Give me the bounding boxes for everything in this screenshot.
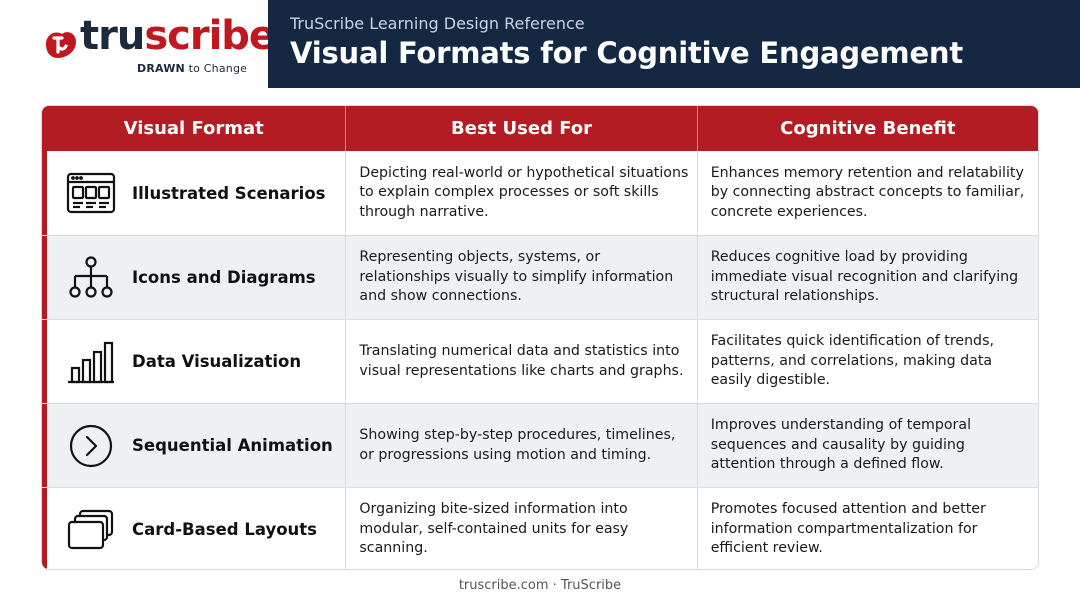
- page-subtitle: TruScribe Learning Design Reference: [290, 14, 585, 33]
- truscribe-logo-icon: [46, 32, 76, 58]
- play-chevron-circle-icon: [64, 423, 118, 469]
- table-row: Icons and Diagrams Representing objects,…: [42, 235, 1038, 319]
- logo: truscribe® DRAWN to Change: [0, 0, 287, 88]
- best-used-for-cell: Organizing bite-sized information into m…: [359, 501, 629, 557]
- cognitive-benefit-cell: Enhances memory retention and relatabili…: [710, 164, 1025, 220]
- table-row: Sequential Animation Showing step-by-ste…: [42, 403, 1038, 487]
- format-name: Data Visualization: [132, 352, 302, 371]
- footer-credit: truscribe.com · TruScribe: [458, 578, 622, 593]
- page-title: Visual Formats for Cognitive Engagement: [290, 36, 964, 70]
- format-name: Icons and Diagrams: [132, 268, 316, 287]
- bar-chart-icon: [64, 339, 118, 385]
- column-header-visual-format: Visual Format: [42, 106, 347, 151]
- cognitive-benefit-cell: Promotes focused attention and better in…: [710, 501, 986, 557]
- logo-tagline: DRAWN to Change: [137, 62, 248, 75]
- browser-window-icon: [64, 170, 118, 216]
- cognitive-benefit-cell: Improves understanding of temporal seque…: [710, 417, 972, 473]
- cognitive-benefit-cell: Facilitates quick identification of tren…: [710, 333, 994, 389]
- column-header-cognitive-benefit: Cognitive Benefit: [780, 118, 956, 139]
- hierarchy-diagram-icon: [64, 255, 118, 301]
- table-row: Data Visualization Translating numerical…: [42, 319, 1038, 403]
- best-used-for-cell: Translating numerical data and statistic…: [359, 343, 684, 379]
- best-used-for-cell: Representing objects, systems, or relati…: [359, 249, 674, 305]
- column-header-best-used-for: Best Used For: [346, 106, 698, 151]
- format-name: Card-Based Layouts: [132, 520, 318, 539]
- cognitive-benefit-cell: Reduces cognitive load by providing imme…: [710, 249, 1019, 305]
- formats-table: Visual Format Best Used For Cognitive Be…: [41, 105, 1039, 570]
- table-row: Illustrated Scenarios Depicting real-wor…: [42, 151, 1038, 235]
- header-banner: TruScribe Learning Design Reference Visu…: [268, 0, 1080, 88]
- format-name: Sequential Animation: [132, 436, 333, 455]
- table-header: Visual Format Best Used For Cognitive Be…: [42, 106, 1038, 151]
- best-used-for-cell: Showing step-by-step procedures, timelin…: [359, 427, 676, 463]
- stacked-cards-icon: [64, 507, 118, 553]
- table-row: Card-Based Layouts Organizing bite-sized…: [42, 487, 1038, 569]
- logo-wordmark: truscribe®: [80, 13, 287, 64]
- format-name: Illustrated Scenarios: [132, 183, 326, 203]
- best-used-for-cell: Depicting real-world or hypothetical sit…: [359, 164, 689, 220]
